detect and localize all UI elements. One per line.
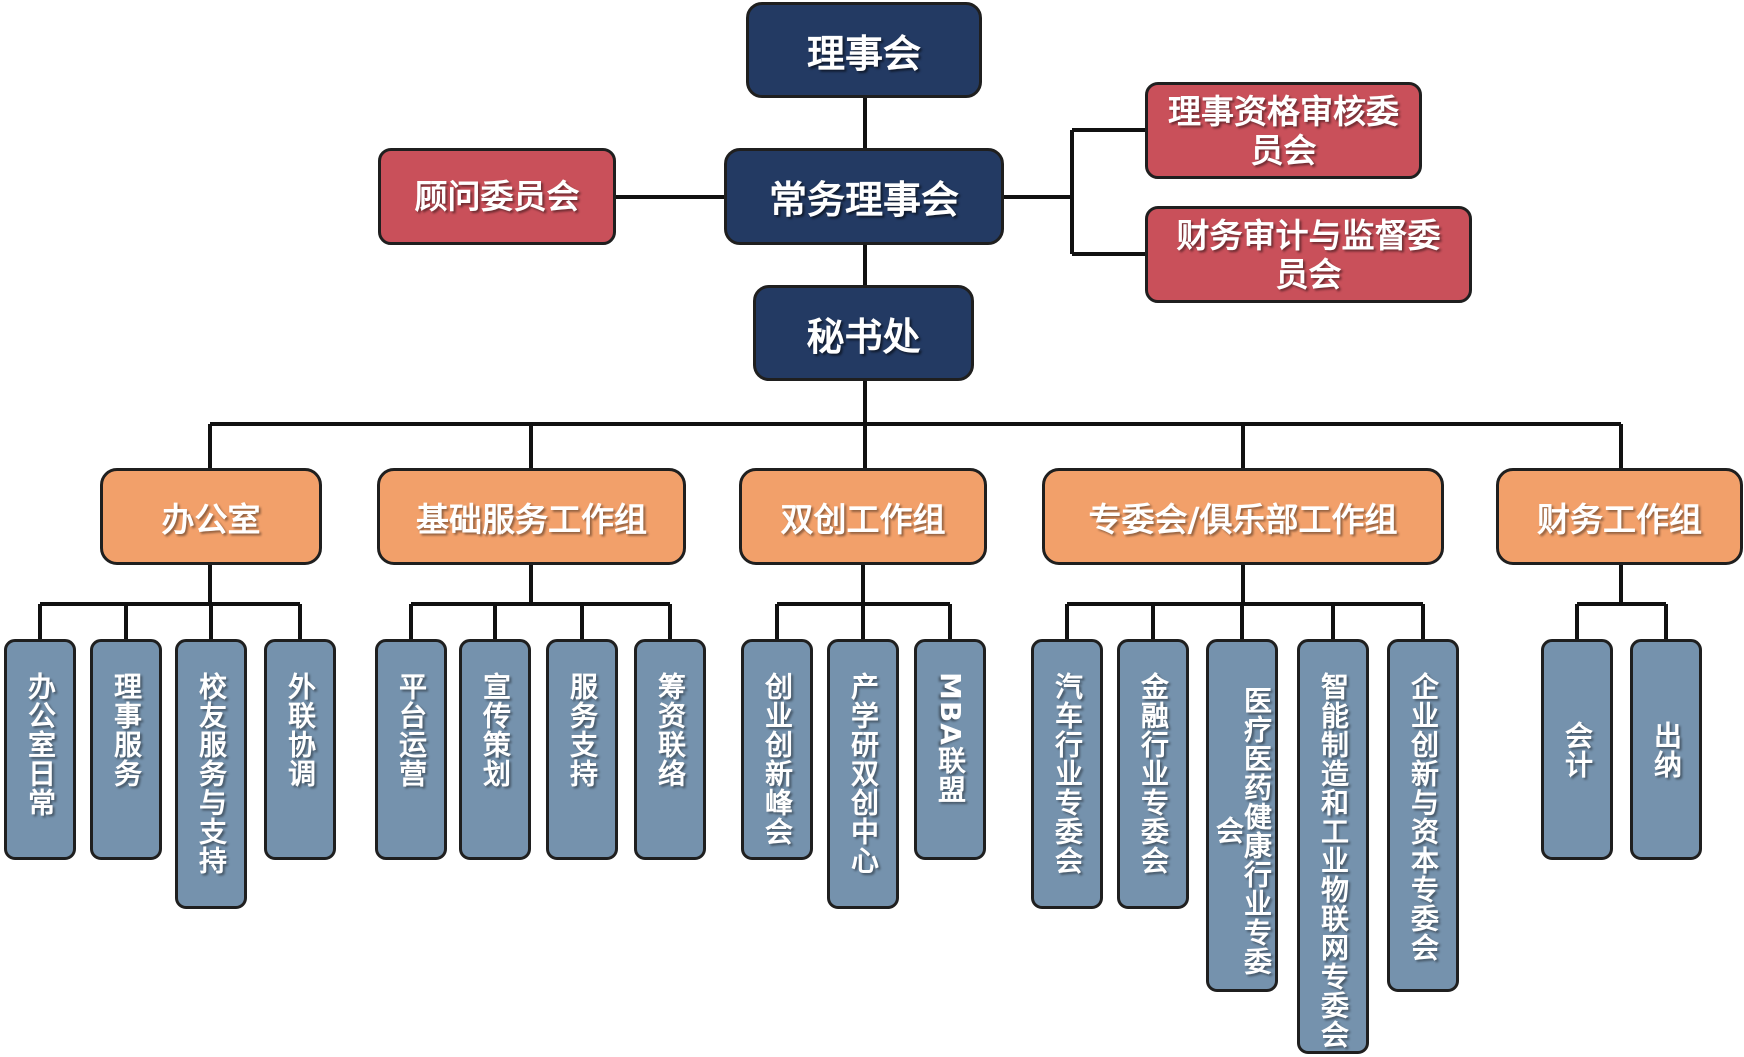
- leaf-accounting: 会计: [1541, 639, 1613, 860]
- leaf-fundraising-liaison: 筹资联络: [634, 639, 706, 860]
- leaf-director-services: 理事服务: [90, 639, 162, 860]
- leaf-innovation-summit: 创业创新峰会: [741, 639, 813, 860]
- leaf-label: 智能制造和工业物联网专委会: [1317, 672, 1350, 1049]
- leaf-label: 宣传策划: [479, 672, 512, 788]
- audit-committee-box: 财务审计与监督委员会: [1145, 206, 1472, 303]
- leaf-finance-industry-committee: 金融行业专委会: [1117, 639, 1189, 909]
- secretariat-box: 秘书处: [753, 285, 974, 381]
- leaf-label: 汽车行业专委会: [1051, 672, 1084, 875]
- leaf-label: 外联协调: [284, 672, 317, 788]
- leaf-mba-alliance: MBA联盟: [914, 639, 986, 860]
- leaf-innovation-capital-committee: 企业创新与资本专委会: [1387, 639, 1459, 992]
- leaf-label: 理事服务: [110, 672, 143, 788]
- leaf-label: 平台运营: [395, 672, 428, 788]
- leaf-publicity-planning: 宣传策划: [459, 639, 531, 860]
- group-finance-box: 财务工作组: [1496, 468, 1743, 565]
- group-innovation-box: 双创工作组: [739, 468, 987, 565]
- advisory-committee-box: 顾问委员会: [378, 148, 616, 245]
- leaf-service-support: 服务支持: [546, 639, 618, 860]
- board-box: 理事会: [746, 2, 982, 98]
- leaf-office-daily: 办公室日常: [4, 639, 76, 860]
- leaf-smart-manufacturing-committee: 智能制造和工业物联网专委会: [1297, 639, 1369, 1054]
- leaf-label: 金融行业专委会: [1137, 672, 1170, 875]
- leaf-auto-industry-committee: 汽车行业专委会: [1031, 639, 1103, 909]
- leaf-label: 校友服务与支持: [195, 672, 228, 875]
- leaf-label: 医疗医药健康行业专委会: [1212, 685, 1273, 976]
- leaf-label: 出纳: [1650, 720, 1683, 779]
- leaf-industry-research-center: 产学研双创中心: [827, 639, 899, 909]
- group-office-box: 办公室: [100, 468, 322, 565]
- standing-board-box: 常务理事会: [724, 148, 1004, 245]
- leaf-label: 企业创新与资本专委会: [1407, 672, 1440, 962]
- leaf-label: MBA联盟: [934, 672, 967, 804]
- leaf-platform-operations: 平台运营: [375, 639, 447, 860]
- leaf-cashier: 出纳: [1630, 639, 1702, 860]
- leaf-label: 办公室日常: [24, 672, 57, 817]
- leaf-label: 产学研双创中心: [847, 672, 880, 875]
- qualification-committee-box: 理事资格审核委员会: [1145, 82, 1422, 179]
- leaf-healthcare-committee: 医疗医药健康行业专委会: [1206, 639, 1278, 992]
- group-committees-clubs-box: 专委会/俱乐部工作组: [1042, 468, 1444, 565]
- leaf-label: 会计: [1561, 720, 1594, 779]
- leaf-external-coordination: 外联协调: [264, 639, 336, 860]
- group-basic-services-box: 基础服务工作组: [377, 468, 686, 565]
- leaf-label: 筹资联络: [654, 672, 687, 788]
- leaf-alumni-services: 校友服务与支持: [175, 639, 247, 909]
- leaf-label: 创业创新峰会: [761, 672, 794, 846]
- leaf-label: 服务支持: [566, 672, 599, 788]
